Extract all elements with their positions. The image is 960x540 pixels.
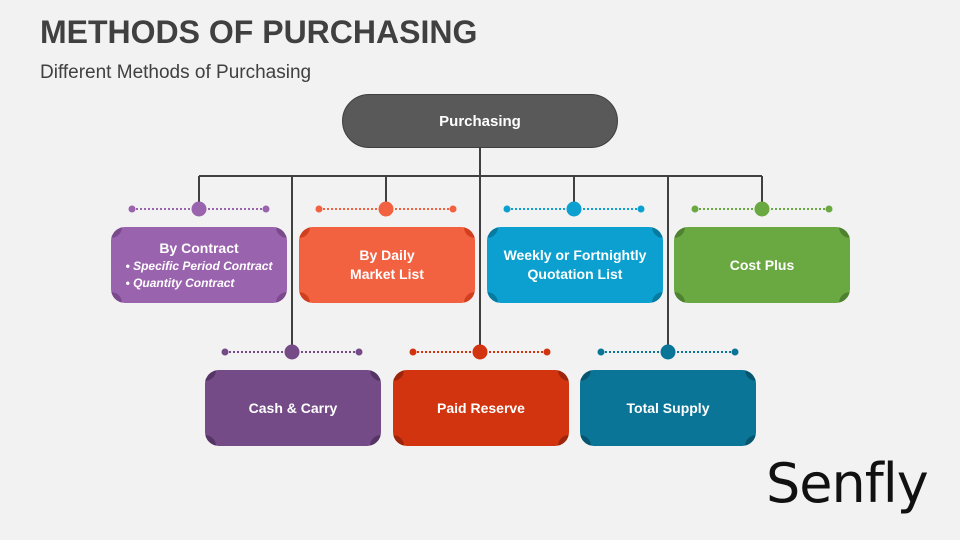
- connector-end-dot: [262, 205, 270, 213]
- connector-end-dot: [503, 205, 511, 213]
- connector-end-dot: [731, 348, 739, 356]
- corner-decoration: [276, 227, 287, 238]
- connector-end-dot: [315, 205, 323, 213]
- connector-node-dot: [566, 201, 582, 217]
- root-node-purchasing: Purchasing: [342, 94, 618, 148]
- corner-decoration: [205, 370, 216, 381]
- method-card-by-contract: By Contract • Specific Period Contract •…: [111, 227, 287, 303]
- corner-decoration: [580, 435, 591, 446]
- connector-end-dot: [543, 348, 551, 356]
- connector-node-dot: [378, 201, 394, 217]
- connector-node-dot: [754, 201, 770, 217]
- method-card-cash-and-carry: Cash & Carry: [205, 370, 381, 446]
- corner-decoration: [464, 292, 475, 303]
- method-label-line: Quotation List: [527, 266, 623, 282]
- senfly-logo: Senfly: [766, 452, 929, 515]
- corner-decoration: [652, 227, 663, 238]
- corner-decoration: [393, 370, 404, 381]
- corner-decoration: [487, 227, 498, 238]
- corner-decoration: [839, 227, 850, 238]
- root-label: Purchasing: [439, 112, 521, 130]
- corner-decoration: [674, 227, 685, 238]
- corner-decoration: [299, 227, 310, 238]
- connector-end-dot: [691, 205, 699, 213]
- corner-decoration: [464, 227, 475, 238]
- method-label-line: By Daily: [359, 247, 415, 263]
- connector-node-dot: [660, 344, 676, 360]
- connector-node-dot: [191, 201, 207, 217]
- connector-end-dot: [355, 348, 363, 356]
- connector-end-dot: [221, 348, 229, 356]
- method-card-cost-plus: Cost Plus: [674, 227, 850, 303]
- corner-decoration: [370, 370, 381, 381]
- connector-end-dot: [597, 348, 605, 356]
- corner-decoration: [745, 435, 756, 446]
- method-label: By Contract: [159, 239, 239, 256]
- page-title: METHODS OF PURCHASING: [40, 14, 478, 50]
- corner-decoration: [558, 435, 569, 446]
- corner-decoration: [558, 370, 569, 381]
- method-card-by-daily-market-list: By Daily Market List: [299, 227, 475, 303]
- method-card-weekly-quotation-list: Weekly or Fortnightly Quotation List: [487, 227, 663, 303]
- method-label-line: Market List: [350, 266, 424, 282]
- method-label: Paid Reserve: [437, 399, 525, 416]
- connector-node-dot: [472, 344, 488, 360]
- corner-decoration: [674, 292, 685, 303]
- corner-decoration: [487, 292, 498, 303]
- corner-decoration: [393, 435, 404, 446]
- method-label-line: Weekly or Fortnightly: [503, 247, 647, 263]
- method-bullets: • Specific Period Contract • Quantity Co…: [125, 258, 273, 290]
- corner-decoration: [111, 227, 122, 238]
- corner-decoration: [205, 435, 216, 446]
- connector-node-dot: [284, 344, 300, 360]
- corner-decoration: [839, 292, 850, 303]
- connector-end-dot: [449, 205, 457, 213]
- method-label: Total Supply: [626, 399, 710, 416]
- corner-decoration: [580, 370, 591, 381]
- connector-end-dot: [825, 205, 833, 213]
- method-card-paid-reserve: Paid Reserve: [393, 370, 569, 446]
- method-card-total-supply: Total Supply: [580, 370, 756, 446]
- method-label: Cash & Carry: [248, 399, 338, 416]
- corner-decoration: [299, 292, 310, 303]
- corner-decoration: [111, 292, 122, 303]
- bullet-item: Quantity Contract: [133, 275, 235, 290]
- corner-decoration: [745, 370, 756, 381]
- corner-decoration: [276, 292, 287, 303]
- corner-decoration: [652, 292, 663, 303]
- connector-end-dot: [637, 205, 645, 213]
- connector-end-dot: [409, 348, 417, 356]
- bullet-item: Specific Period Contract: [133, 258, 273, 273]
- page-subtitle: Different Methods of Purchasing: [40, 62, 312, 83]
- method-label: Cost Plus: [729, 256, 795, 273]
- corner-decoration: [370, 435, 381, 446]
- connector-end-dot: [128, 205, 136, 213]
